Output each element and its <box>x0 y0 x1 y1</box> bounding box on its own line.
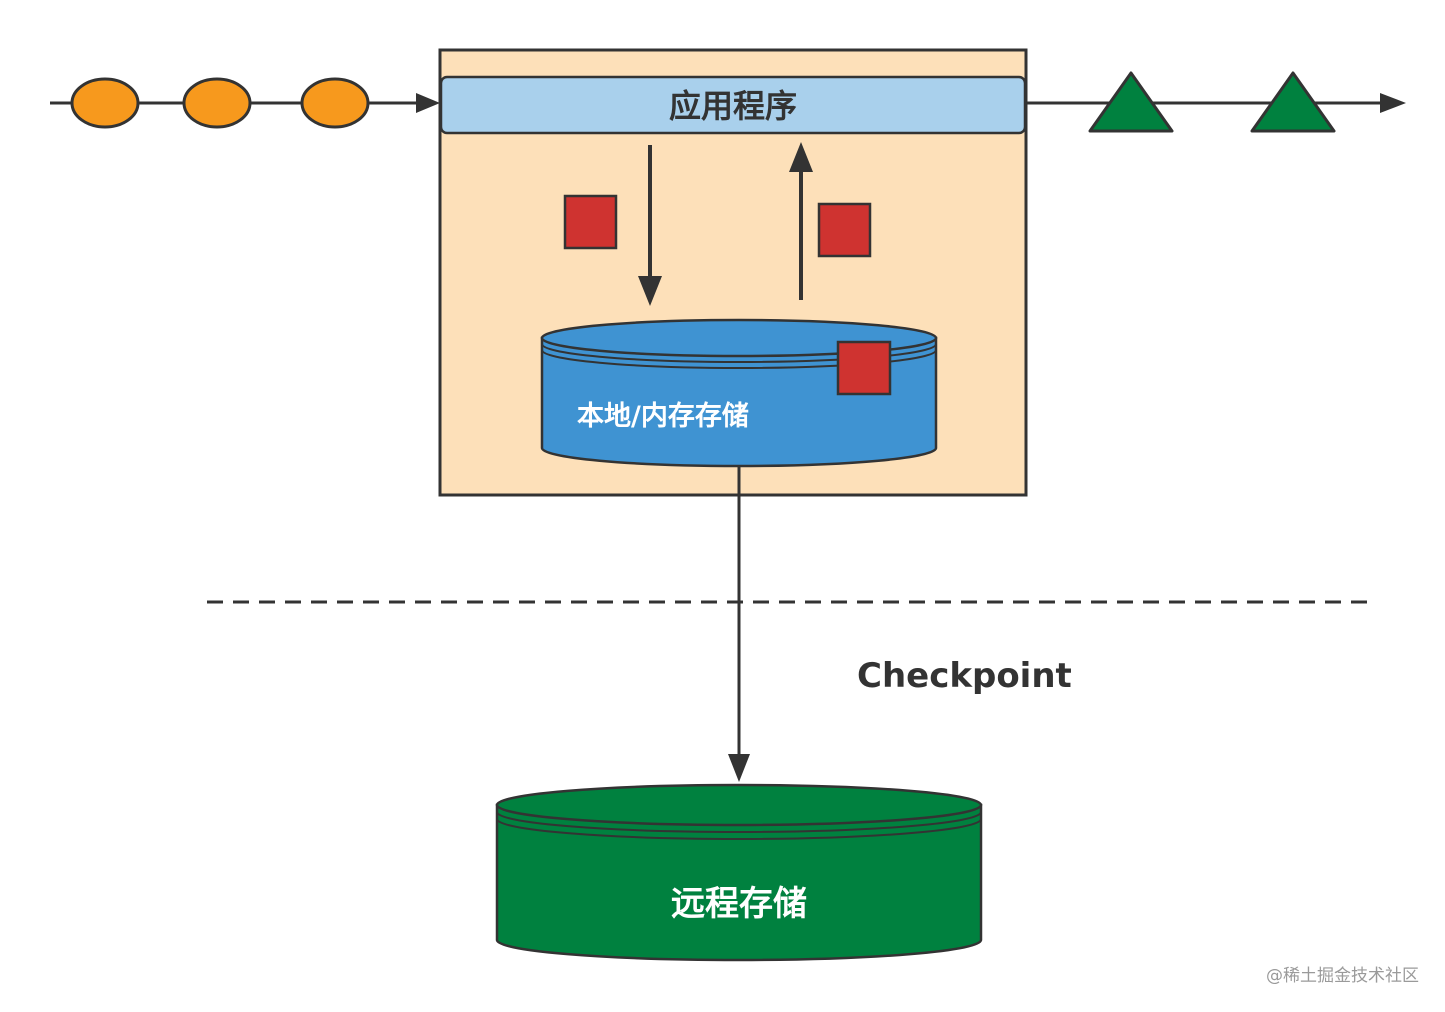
remote-storage-ring-2 <box>496 818 982 840</box>
output-events <box>1088 71 1336 133</box>
local-storage-label: 本地/内存存储 <box>577 401 749 432</box>
output-event-2 <box>1250 71 1336 133</box>
application-label: 应用程序 <box>669 87 797 125</box>
read-state-arrowhead <box>789 142 813 172</box>
remote-storage-cylinder: 远程存储 <box>495 783 983 962</box>
input-events <box>70 77 370 129</box>
input-event-2 <box>182 77 252 129</box>
watermark: @稀土掘金技术社区 <box>1266 966 1419 986</box>
input-event-3 <box>300 77 370 129</box>
output-stream-arrowhead <box>1380 93 1406 113</box>
remote-storage-top <box>495 783 983 827</box>
checkpoint-arrowhead <box>728 754 750 782</box>
application-bar <box>439 75 1027 135</box>
remote-storage-label: 远程存储 <box>671 884 807 924</box>
input-event-1 <box>70 77 140 129</box>
checkpoint-label: Checkpoint <box>857 656 1072 696</box>
state-block-read <box>817 202 872 258</box>
local-storage-cylinder: 本地/内存存储 <box>540 318 938 468</box>
state-block-stored <box>836 340 892 396</box>
remote-storage-ring-1 <box>496 811 982 833</box>
input-stream-arrowhead <box>416 93 440 113</box>
state-block-write <box>563 194 618 250</box>
remote-storage-body <box>495 803 983 962</box>
local-storage-ring-1 <box>541 343 937 363</box>
output-event-1 <box>1088 71 1174 133</box>
write-state-arrowhead <box>638 276 662 306</box>
local-storage-ring-2 <box>541 349 937 369</box>
